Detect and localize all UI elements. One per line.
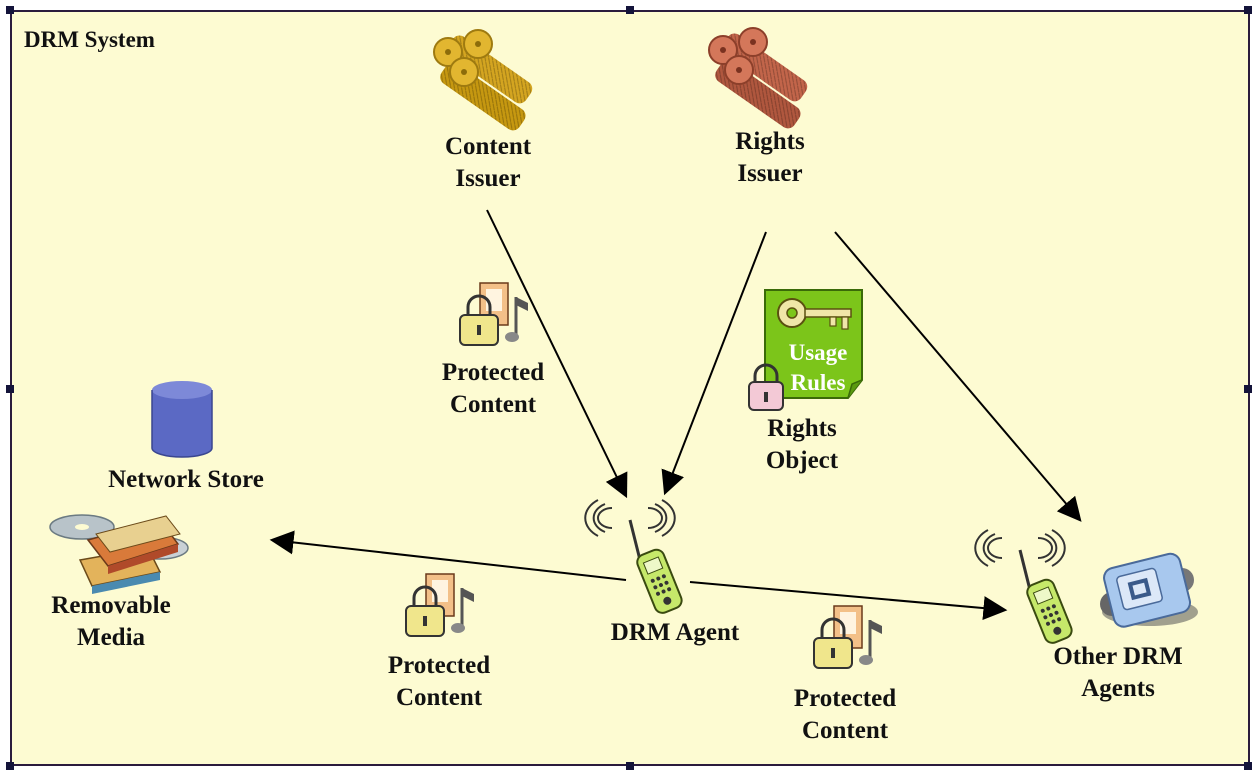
resize-handle-ml[interactable] <box>6 385 14 393</box>
drm-system-frame <box>10 10 1250 766</box>
edge-rights-issuer-to-drm-agent <box>661 231 767 496</box>
gear-icon <box>433 29 533 131</box>
rights-object-label: Rights Object <box>765 415 839 474</box>
drm-agent-label: DRM Agent <box>610 619 740 646</box>
resize-handle-br[interactable] <box>1244 762 1252 770</box>
rights-issuer-label: Rights Issuer <box>735 128 805 187</box>
device-icon <box>1100 552 1198 628</box>
gear-icon <box>708 27 808 129</box>
resize-handle-bl[interactable] <box>6 762 14 770</box>
edge-content-issuer-to-drm-agent <box>486 209 628 499</box>
system-label: DRM System <box>24 27 155 52</box>
resize-handle-tr[interactable] <box>1244 6 1252 14</box>
protected-content-label-agents: Protected Content <box>793 685 897 744</box>
other-drm-agents-label: Other DRM Agents <box>1053 643 1183 702</box>
edge-rights-issuer-to-other-agents <box>834 231 1082 522</box>
content-issuer-label: Content Issuer <box>444 133 532 192</box>
protected-content-label-store: Protected Content <box>387 652 491 711</box>
usage-rules-label: Usage Rules <box>788 340 848 395</box>
phone-icon <box>974 529 1073 644</box>
edge-drm-agent-to-other-agents <box>689 581 1008 621</box>
network-store-label: Network Store <box>108 466 264 493</box>
protected-content-icon <box>459 282 528 346</box>
resize-handle-tl[interactable] <box>6 6 14 14</box>
database-icon <box>151 381 213 458</box>
lock-icon <box>748 363 784 411</box>
key-icon <box>777 298 852 330</box>
edge-drm-agent-to-network-store <box>269 530 627 581</box>
media-icon <box>49 514 189 594</box>
phone-icon <box>584 499 683 614</box>
removable-media-label: Removable Media <box>51 592 171 651</box>
resize-handle-tc[interactable] <box>626 6 634 14</box>
protected-content-icon <box>405 573 474 637</box>
protected-content-icon <box>813 605 882 669</box>
resize-handle-bc[interactable] <box>626 762 634 770</box>
protected-content-label-issuer: Protected Content <box>441 359 545 418</box>
resize-handle-mr[interactable] <box>1244 385 1252 393</box>
